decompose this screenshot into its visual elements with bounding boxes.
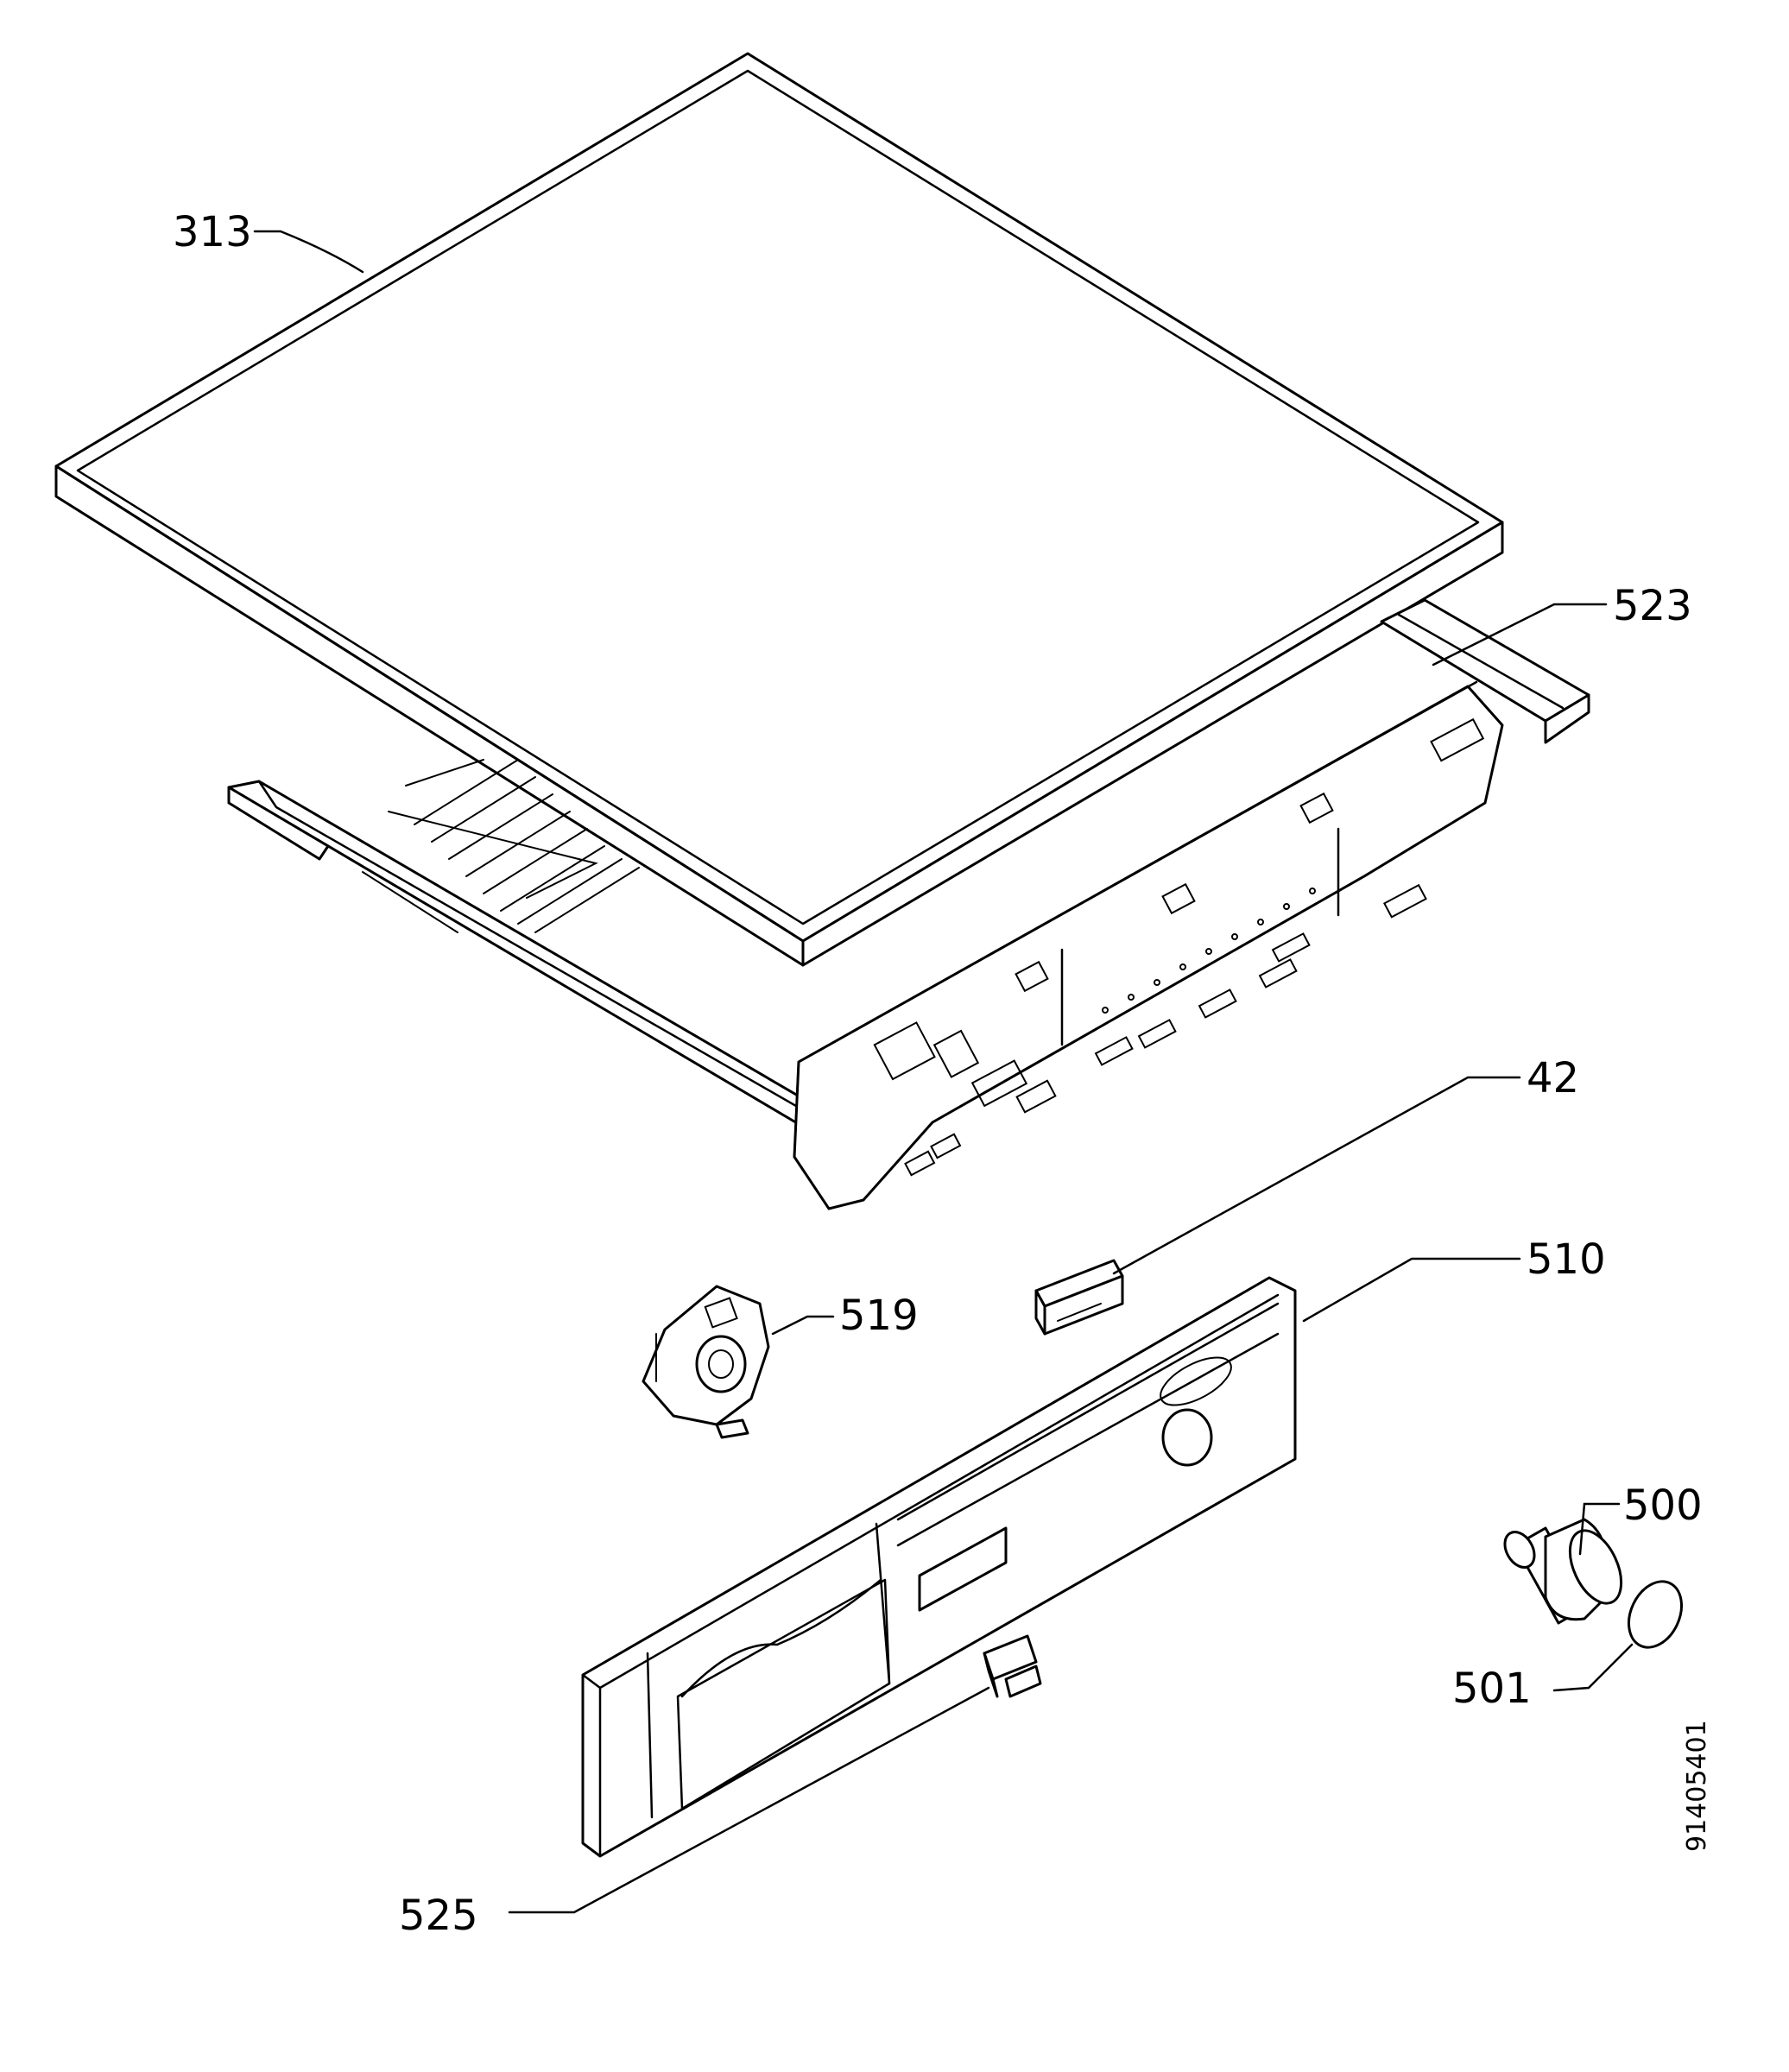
leader-525 <box>508 1686 990 1914</box>
callout-500: 500 <box>1623 1481 1703 1530</box>
leader-500 <box>1578 1502 1621 1556</box>
leader-523 <box>1432 603 1608 666</box>
part-523-frame <box>227 598 1590 1210</box>
leader-519 <box>771 1315 835 1336</box>
part-500-knob <box>1503 1518 1623 1625</box>
leader-42 <box>1112 1076 1521 1275</box>
part-519-bracket <box>642 1285 770 1439</box>
part-525-clip <box>983 1634 1042 1698</box>
leader-lines <box>253 230 1634 1914</box>
leader-510 <box>1302 1257 1521 1323</box>
leader-501 <box>1552 1643 1634 1692</box>
part-313-top-cover <box>54 52 1504 967</box>
part-42-switch <box>1034 1259 1124 1336</box>
part-510-fascia <box>581 1276 1297 1858</box>
callout-42: 42 <box>1527 1054 1579 1102</box>
callout-labels: 313 523 42 510 519 500 501 525 <box>173 208 1703 1940</box>
callout-501: 501 <box>1452 1665 1532 1713</box>
part-501-cap <box>1628 1580 1683 1649</box>
callout-525: 525 <box>399 1892 478 1940</box>
callout-519: 519 <box>839 1292 919 1340</box>
callout-523: 523 <box>1613 582 1692 630</box>
callout-313: 313 <box>173 208 252 256</box>
leader-313 <box>253 230 364 274</box>
document-number: 91405401 <box>1682 1720 1712 1852</box>
callout-510: 510 <box>1527 1235 1606 1284</box>
